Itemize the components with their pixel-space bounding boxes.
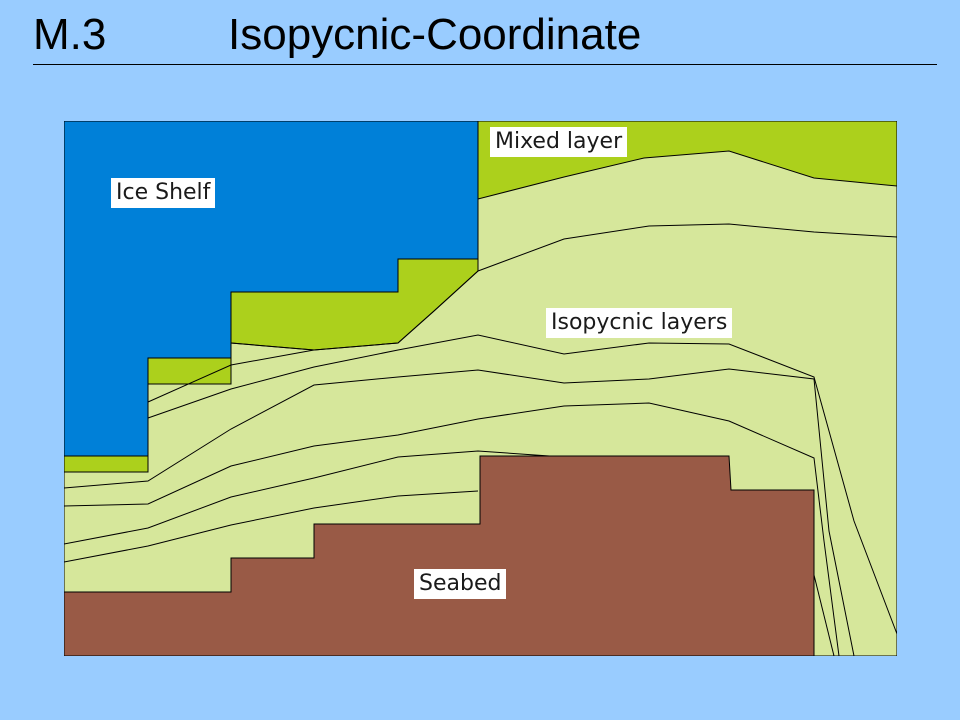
isopycnic-lines bbox=[64, 223, 897, 656]
isopycnic-line-under-shelf bbox=[230, 270, 479, 351]
isopycnic-line-4 bbox=[64, 368, 855, 656]
mixed-layer-step-low bbox=[64, 455, 149, 473]
seabed-label: Seabed bbox=[414, 569, 507, 599]
isopycnic-line-3 bbox=[147, 334, 897, 635]
isopycnic-line-1 bbox=[477, 223, 897, 272]
ice-shelf-label: Ice Shelf bbox=[111, 178, 216, 208]
seabed-region bbox=[64, 455, 815, 656]
isopycnic-diagram bbox=[64, 121, 897, 656]
slide-title: M.3 Isopycnic-Coordinate bbox=[33, 8, 641, 62]
isopycnic-line-8 bbox=[813, 574, 835, 656]
isopycnic-line-7 bbox=[64, 490, 479, 563]
isopycnic-line-6 bbox=[64, 450, 565, 545]
slide-title-text: Isopycnic-Coordinate bbox=[228, 10, 642, 59]
slide-number: M.3 bbox=[33, 10, 107, 59]
diagram-canvas bbox=[64, 121, 897, 656]
isopycnic-line-2 bbox=[147, 349, 315, 403]
isopycnic-line-5 bbox=[64, 402, 840, 656]
mixed-layer-label: Mixed layer bbox=[490, 127, 628, 157]
title-underline bbox=[33, 64, 937, 65]
isopycnic-layers-label: Isopycnic layers bbox=[546, 308, 733, 338]
